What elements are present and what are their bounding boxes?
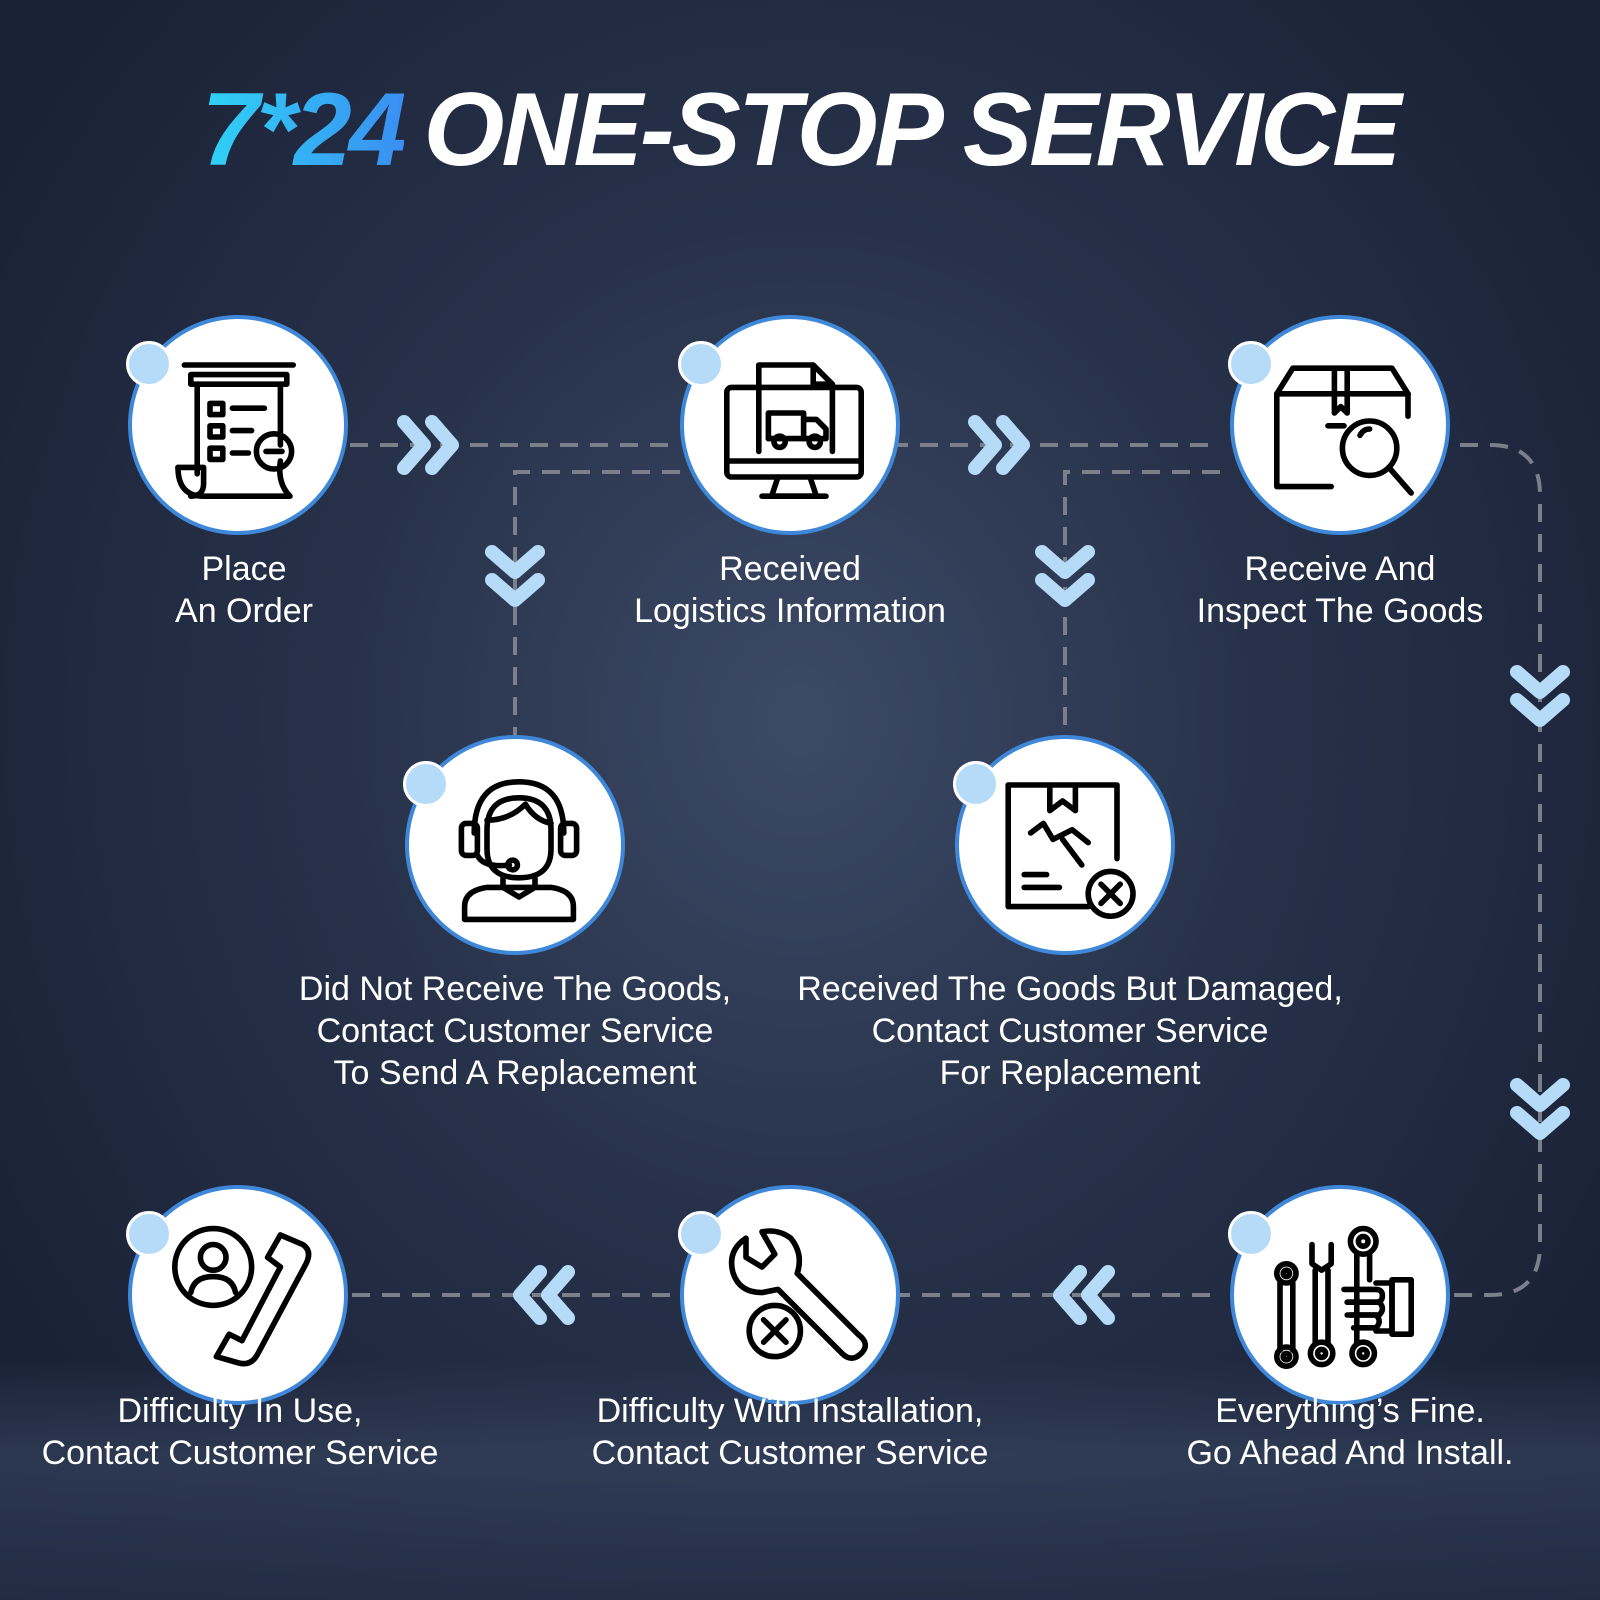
step-label-difficulty-use: Difficulty In Use, Contact Customer Serv… — [41, 1392, 439, 1472]
step-marker-dot — [953, 761, 999, 807]
step-marker-dot — [678, 1211, 724, 1257]
step-marker-dot — [126, 341, 172, 387]
connector-inspect-to-install — [1430, 443, 1542, 1297]
step-label-everything-fine: Everything’s Fine. Go Ahead And Install. — [1186, 1392, 1514, 1472]
step-marker-dot — [678, 341, 724, 387]
step-label-inspect-goods: Receive And Inspect The Goods — [1196, 550, 1484, 630]
step-marker-dot — [403, 761, 449, 807]
step-place-order — [126, 315, 348, 535]
computer-truck-document-icon — [724, 362, 864, 500]
step-everything-fine — [1228, 1185, 1450, 1405]
connector-branch-damaged — [1063, 470, 1220, 735]
step-label-logistics-info: Received Logistics Information — [634, 550, 946, 630]
arrow-left-1 — [1053, 1265, 1115, 1325]
step-marker-dot — [126, 1211, 172, 1257]
step-label-damaged-goods: Received The Goods But Damaged, Contact … — [797, 970, 1343, 1092]
box-magnifier-icon — [1274, 365, 1414, 496]
arrow-down-branch-1 — [485, 545, 545, 607]
step-marker-dot — [1228, 341, 1274, 387]
damaged-box-icon — [1005, 782, 1136, 919]
step-logistics-info — [678, 315, 900, 535]
tools-in-hand-icon — [1274, 1225, 1414, 1369]
arrow-down-branch-2 — [1035, 545, 1095, 607]
title-accent: 7*24 — [201, 72, 407, 188]
phone-contact-icon — [172, 1225, 312, 1367]
connector-branch-not-received — [513, 470, 680, 735]
step-inspect-goods — [1228, 315, 1450, 535]
arrow-left-2 — [513, 1265, 575, 1325]
step-label-place-order: Place An Order — [175, 550, 313, 630]
receipt-order-icon — [175, 362, 297, 500]
customer-service-headset-icon — [458, 779, 580, 923]
title-main: ONE-STOP SERVICE — [423, 72, 1402, 188]
step-label-not-received: Did Not Receive The Goods, Contact Custo… — [298, 970, 732, 1092]
arrow-right-1 — [397, 415, 459, 475]
step-marker-dot — [1228, 1211, 1274, 1257]
step-difficulty-use — [126, 1185, 348, 1405]
arrow-down-right-1 — [1510, 665, 1570, 727]
step-difficulty-install — [678, 1185, 900, 1405]
step-label-difficulty-install: Difficulty With Installation, Contact Cu… — [591, 1392, 989, 1472]
arrow-right-2 — [968, 415, 1030, 475]
wrench-error-icon — [728, 1228, 869, 1361]
step-damaged-goods — [953, 735, 1175, 955]
arrow-down-right-2 — [1510, 1078, 1570, 1140]
step-not-received — [403, 735, 625, 955]
